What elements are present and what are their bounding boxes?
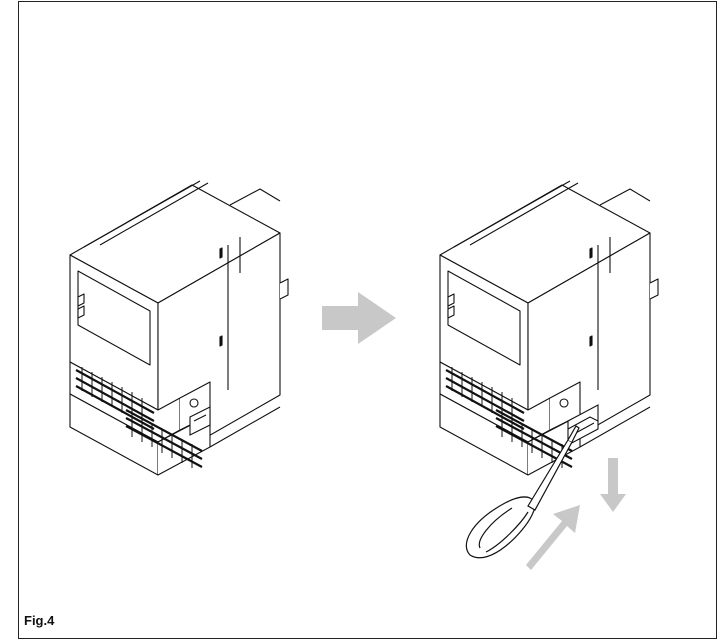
din-module-right [438, 179, 660, 477]
down-arrow-icon [600, 458, 626, 512]
din-module-left [68, 179, 290, 477]
screwdriver-icon [465, 425, 580, 559]
push-arrow-icon [526, 505, 580, 570]
din-clip-closed [189, 406, 211, 436]
right-arrow-icon [322, 292, 396, 344]
figure-label: Fig.4 [24, 613, 55, 628]
